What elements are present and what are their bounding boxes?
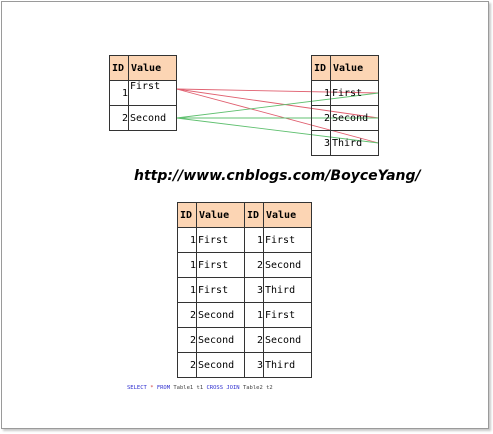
- table2-cell-value: Third: [330, 130, 379, 156]
- result-header-row: ID Value ID Value: [177, 202, 312, 228]
- result-cell-value: First: [196, 277, 245, 303]
- result-cell-value: Second: [196, 352, 245, 378]
- table2-cell-id: 2: [311, 105, 331, 131]
- result-cell-value: Second: [263, 252, 312, 278]
- result-header-value: Value: [263, 202, 312, 228]
- sql-table1: Table1 t1: [173, 385, 204, 391]
- sql-cross: CROSS: [206, 385, 224, 391]
- table1-cell-value: First: [128, 80, 177, 106]
- table2-cell-value: First: [330, 80, 379, 106]
- table2-cell-id: 3: [311, 130, 331, 156]
- result-cell-value: Second: [196, 327, 245, 353]
- table2-row: 2 Second: [311, 105, 379, 131]
- result-cell-id: 2: [244, 327, 264, 353]
- table2-header-id: ID: [311, 55, 331, 81]
- table2-row: 1 First: [311, 80, 379, 106]
- result-cell-id: 1: [177, 227, 197, 253]
- result-cell-value: Third: [263, 277, 312, 303]
- result-cell-value: Second: [263, 327, 312, 353]
- table1-cell-id: 2: [109, 105, 129, 131]
- result-cell-id: 1: [244, 227, 264, 253]
- table1: ID Value 1 First 2 Second: [109, 55, 177, 131]
- result-header-id: ID: [244, 202, 264, 228]
- table1-row: 2 Second: [109, 105, 177, 131]
- result-cell-value: First: [263, 302, 312, 328]
- result-cell-id: 1: [177, 277, 197, 303]
- table1-cell-id: 1: [109, 80, 129, 106]
- result-cell-value: Second: [196, 302, 245, 328]
- table1-header-row: ID Value: [109, 55, 177, 81]
- result-cell-value: First: [263, 227, 312, 253]
- result-header-value: Value: [196, 202, 245, 228]
- table2-cell-id: 1: [311, 80, 331, 106]
- table1-header-id: ID: [109, 55, 129, 81]
- table2-row: 3 Third: [311, 130, 379, 156]
- result-cell-id: 2: [244, 252, 264, 278]
- watermark-url: http://www.cnblogs.com/BoyceYang/: [134, 168, 421, 184]
- table2-header-value: Value: [330, 55, 379, 81]
- sql-from: FROM: [156, 385, 171, 391]
- result-cell-id: 1: [244, 302, 264, 328]
- table1-cell-value: Second: [128, 105, 177, 131]
- sql-query: SELECT * FROM Table1 t1 CROSS JOIN Table…: [127, 385, 273, 391]
- sql-star: *: [150, 385, 154, 391]
- table2-header-row: ID Value: [311, 55, 379, 81]
- sql-select: SELECT: [127, 385, 147, 391]
- table1-header-value: Value: [128, 55, 177, 81]
- result-cell-value: Third: [263, 352, 312, 378]
- sql-table2: Table2 t2: [242, 385, 273, 391]
- result-header-id: ID: [177, 202, 197, 228]
- sql-join: JOIN: [226, 385, 240, 391]
- result-cell-id: 2: [177, 327, 197, 353]
- result-cell-id: 1: [177, 252, 197, 278]
- result-cell-id: 2: [177, 352, 197, 378]
- result-cell-id: 3: [244, 352, 264, 378]
- result-cell-value: First: [196, 252, 245, 278]
- result-cell-id: 2: [177, 302, 197, 328]
- table2-cell-value: Second: [330, 105, 379, 131]
- result-cell-value: First: [196, 227, 245, 253]
- result-cell-id: 3: [244, 277, 264, 303]
- table2: ID Value 1 First 2 Second 3 Third: [311, 55, 379, 156]
- table1-row: 1 First: [109, 80, 177, 106]
